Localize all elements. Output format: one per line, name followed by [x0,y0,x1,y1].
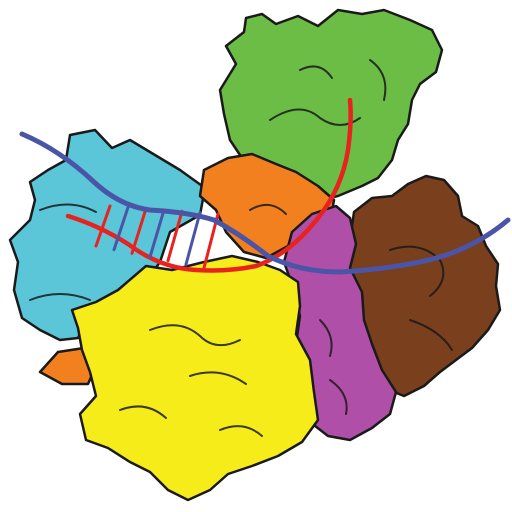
surface-grooves [29,59,453,437]
red-strand [65,97,353,273]
base-pair-rung [166,209,184,263]
base-pair-rung [112,205,130,252]
yellow-domain [70,254,320,502]
base-pair-rung [94,204,112,248]
base-pair-rung [148,208,166,259]
base-pair-rung [184,211,202,266]
base-pair-rung [130,207,148,255]
blue-strand [19,131,511,275]
green-domain [218,8,444,202]
